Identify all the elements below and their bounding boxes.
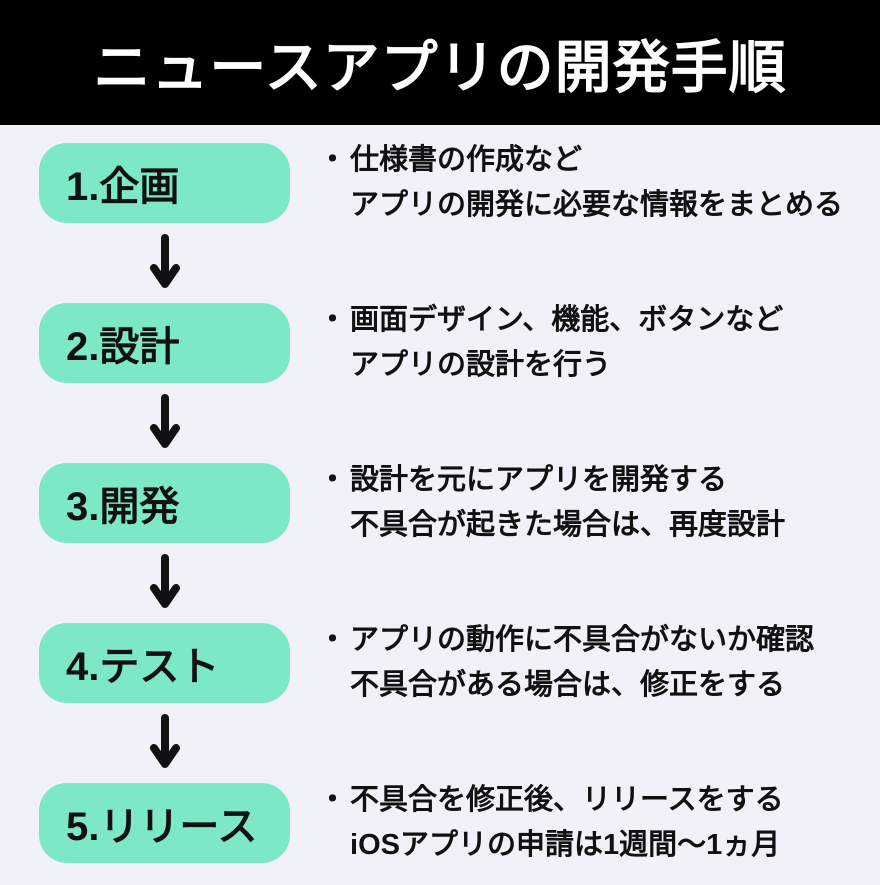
down-arrow-icon: [149, 394, 180, 448]
step-box-release: 5.リリース: [39, 783, 290, 863]
step-description: ・ 仕様書の作成など アプリの開発に必要な情報をまとめる: [318, 138, 843, 228]
step-label: 4.テスト: [66, 645, 220, 689]
description-line: 設計を元にアプリを開発する: [350, 464, 728, 496]
flow-connector: [39, 703, 290, 783]
down-arrow-icon: [149, 714, 180, 768]
step-description: ・ 画面デザイン、機能、ボタンなど アプリの設計を行う: [318, 298, 783, 388]
bullet-mark: ・: [318, 464, 348, 496]
down-arrow-icon: [149, 554, 180, 608]
description-lines: アプリの動作に不具合がないか確認 不具合がある場合は、修正をする: [350, 618, 814, 708]
down-arrow-icon: [149, 234, 180, 288]
steps-flowchart: 1.企画 ・ 仕様書の作成など アプリの開発に必要な情報をまとめる 2.設計 ・: [0, 125, 880, 863]
description-line: iOSアプリの申請は1週間〜1ヵ月: [350, 829, 781, 861]
description-lines: 仕様書の作成など アプリの開発に必要な情報をまとめる: [350, 138, 843, 228]
flow-connector: [39, 383, 290, 463]
step-description: ・ アプリの動作に不具合がないか確認 不具合がある場合は、修正をする: [318, 618, 814, 708]
flow-connector: [39, 543, 290, 623]
step-box-develop: 3.開発: [39, 463, 290, 543]
description-line: 仕様書の作成など: [350, 144, 583, 176]
bullet-mark: ・: [318, 784, 348, 816]
description-line: アプリの動作に不具合がないか確認: [350, 624, 815, 656]
step-box-test: 4.テスト: [39, 623, 290, 703]
description-lines: 不具合を修正後、リリースをする iOSアプリの申請は1週間〜1ヵ月: [350, 778, 784, 868]
step-label: 3.開発: [66, 485, 180, 529]
bullet-mark: ・: [318, 304, 348, 336]
step-box-design: 2.設計: [39, 303, 290, 383]
step-row-3: 3.開発 ・ 設計を元にアプリを開発する 不具合が起きた場合は、再度設計: [39, 463, 880, 543]
step-description: ・ 設計を元にアプリを開発する 不具合が起きた場合は、再度設計: [318, 458, 785, 548]
description-lines: 設計を元にアプリを開発する 不具合が起きた場合は、再度設計: [350, 458, 785, 548]
description-line: 画面デザイン、機能、ボタンなど: [350, 304, 784, 336]
bullet-mark: ・: [318, 144, 348, 176]
description-line: 不具合を修正後、リリースをする: [350, 784, 784, 816]
flow-connector: [39, 223, 290, 303]
step-row-1: 1.企画 ・ 仕様書の作成など アプリの開発に必要な情報をまとめる: [39, 143, 880, 223]
step-row-5: 5.リリース ・ 不具合を修正後、リリースをする iOSアプリの申請は1週間〜1…: [39, 783, 880, 863]
description-line: アプリの開発に必要な情報をまとめる: [350, 189, 844, 221]
step-row-4: 4.テスト ・ アプリの動作に不具合がないか確認 不具合がある場合は、修正をする: [39, 623, 880, 703]
step-box-plan: 1.企画: [39, 143, 290, 223]
step-row-2: 2.設計 ・ 画面デザイン、機能、ボタンなど アプリの設計を行う: [39, 303, 880, 383]
description-line: 不具合がある場合は、修正をする: [350, 669, 786, 701]
step-label: 2.設計: [66, 325, 180, 369]
bullet-mark: ・: [318, 624, 348, 656]
header-bar: ニュースアプリの開発手順: [0, 0, 880, 125]
description-lines: 画面デザイン、機能、ボタンなど アプリの設計を行う: [350, 298, 783, 388]
page-title: ニュースアプリの開発手順: [93, 35, 787, 100]
description-line: アプリの設計を行う: [350, 349, 612, 381]
step-label: 5.リリース: [66, 805, 258, 849]
description-line: 不具合が起きた場合は、再度設計: [350, 509, 786, 541]
step-description: ・ 不具合を修正後、リリースをする iOSアプリの申請は1週間〜1ヵ月: [318, 778, 784, 868]
step-label: 1.企画: [66, 165, 180, 209]
